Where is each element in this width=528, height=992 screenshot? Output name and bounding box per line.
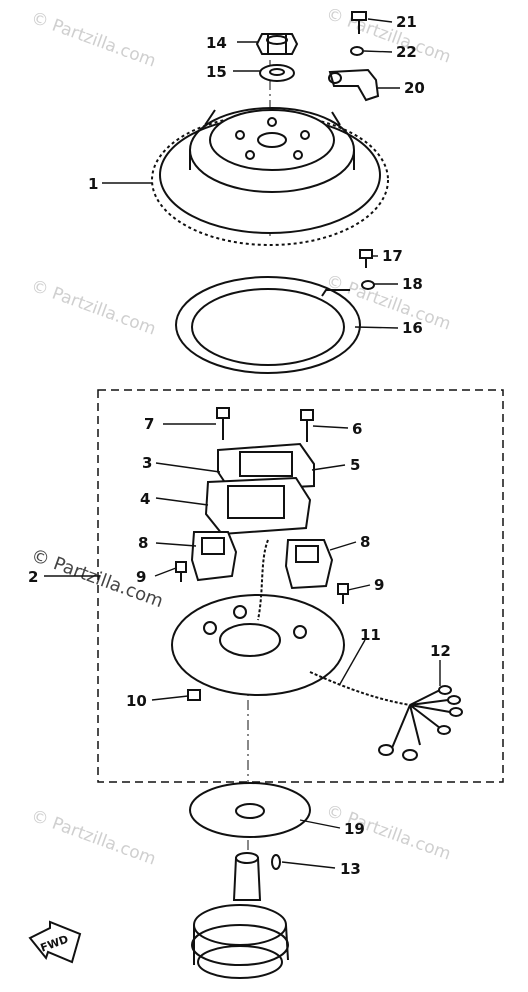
callout-19: 19 [344,820,365,838]
watermark: © Partzilla.com [28,806,158,870]
fwd-direction-arrow: FWD [28,920,82,964]
plate-part-19 [189,782,311,838]
screw-part-10 [187,689,201,701]
washer-part-15 [259,64,295,82]
callout-8a: 8 [138,534,148,552]
washer-part-22 [350,46,364,56]
callout-13: 13 [340,860,361,878]
callout-9a: 9 [136,568,146,586]
callout-2: 2 [28,568,38,586]
leader-lines [44,18,441,869]
callout-5: 5 [350,456,360,474]
watermark: © Partzilla.com [28,8,158,72]
base-plate-part-2 [171,539,345,696]
callout-15: 15 [206,63,227,81]
callout-18: 18 [402,275,423,293]
callout-11: 11 [360,626,381,644]
crankshaft [191,852,289,979]
screw-part-6 [300,409,314,442]
assembly-2-box [97,389,504,783]
ring-part-16 [175,276,361,374]
watermark: © Partzilla.com [323,801,453,865]
callout-8b: 8 [360,533,370,551]
screw-part-7 [216,407,230,440]
watermark: © Partzilla.com [28,276,158,340]
coil-part-4 [204,476,312,536]
callout-12-visible: 12 [430,642,451,660]
callout-14: 14 [206,34,227,52]
wire-harness-part-11 [309,671,463,761]
bracket-part-20 [328,68,380,102]
screw-part-21 [351,11,367,34]
key-part-13 [271,854,281,870]
pulser-part-8-left [190,531,238,582]
watermark: © Partzilla.com [323,4,453,68]
screw-part-17 [359,249,373,268]
callout-9b: 9 [374,576,384,594]
callout-17: 17 [382,247,403,265]
nut-part-14 [255,33,299,55]
callout-16: 16 [402,319,423,337]
flywheel-part-1 [151,107,389,246]
callout-22: 22 [396,43,417,61]
callout-1: 1 [88,175,98,193]
callout-21: 21 [396,13,417,31]
callout-7: 7 [144,415,154,433]
callout-4: 4 [140,490,150,508]
callout-3: 3 [142,454,152,472]
callout-20: 20 [404,79,425,97]
screw-part-9-right [337,583,349,604]
callouts: 14 15 21 22 20 1 17 18 16 7 6 3 5 4 8 8 … [28,13,451,878]
callout-10: 10 [126,692,147,710]
callout-6: 6 [352,420,362,438]
washer-part-18 [361,280,375,290]
pulser-part-8-right [284,539,334,590]
screw-part-9-left [175,561,187,582]
